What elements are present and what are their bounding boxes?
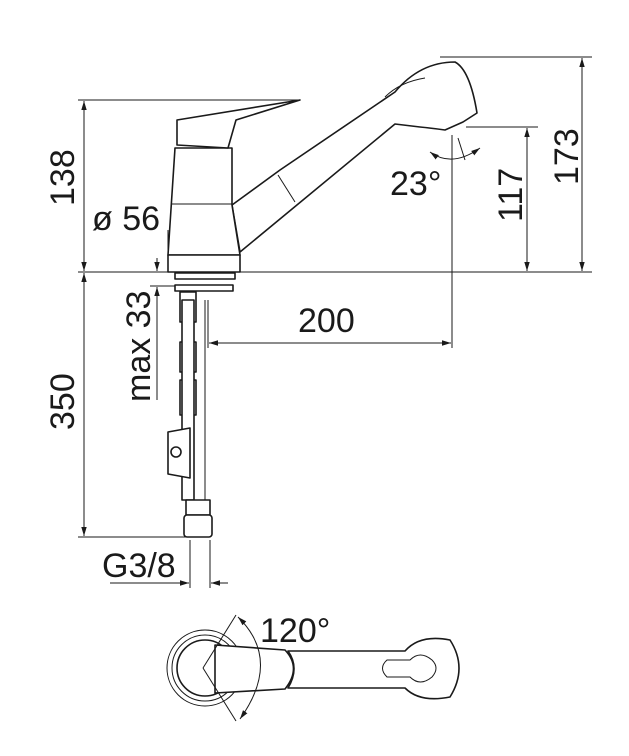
dimension-label-diameter-56: ø 56: [92, 200, 160, 238]
extension-lines: [78, 56, 592, 588]
faucet-side-view: [167, 61, 478, 538]
dimension-label-g3-8: G3/8: [102, 547, 176, 585]
dimension-label-350: 350: [44, 373, 82, 430]
dimension-label-173: 173: [548, 128, 586, 185]
body: [167, 147, 241, 256]
dimension-label-200: 200: [298, 302, 355, 340]
base: [167, 254, 241, 273]
lever-handle: [176, 99, 301, 149]
dimension-label-max-33: max 33: [120, 291, 158, 403]
dimension-label-angle-120: 120°: [260, 612, 330, 650]
spout: [231, 61, 478, 253]
dimension-label-117: 117: [492, 168, 530, 222]
dimension-label-angle-23: 23°: [390, 165, 441, 203]
faucet-top-view: [166, 614, 460, 722]
dimension-lines: [81, 58, 585, 586]
dimension-label-138: 138: [44, 149, 82, 206]
